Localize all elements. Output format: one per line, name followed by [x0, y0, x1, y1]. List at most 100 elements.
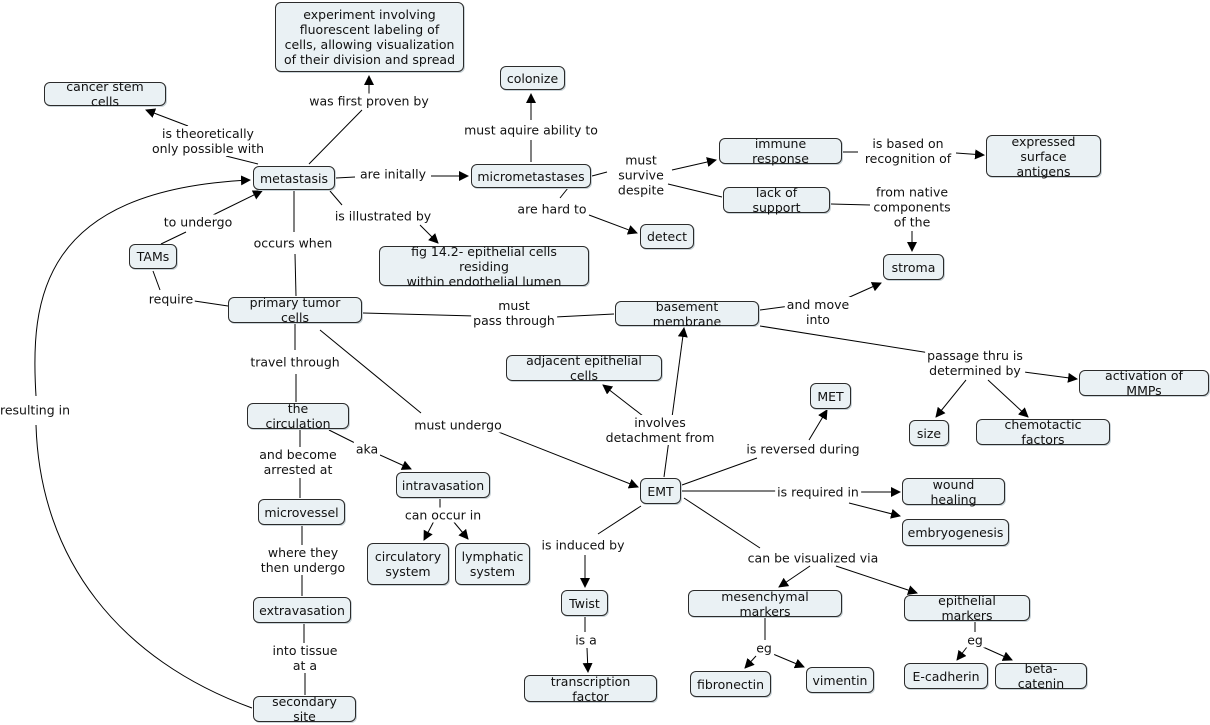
link-label-is-illustrated-by: is illustrated by	[332, 208, 434, 224]
connector-line	[152, 270, 161, 291]
link-label-eg-epithelial: eg	[965, 632, 985, 648]
connector-line	[744, 655, 757, 669]
concept-extravasation[interactable]: extravasation	[253, 597, 351, 623]
concept-expressed-surface-antigens[interactable]: expressed surface antigens	[986, 134, 1101, 179]
concept-met[interactable]: MET	[810, 383, 851, 409]
link-label-was-first-proven-by: was first proven by	[307, 93, 431, 109]
concept-embryogenesis[interactable]: embryogenesis	[902, 519, 1009, 546]
connector-line	[294, 253, 297, 297]
concept-epithelial-markers[interactable]: epithelial markers	[904, 593, 1030, 623]
concept-wound-healing[interactable]: wound healing	[902, 477, 1005, 507]
concept-micrometastases[interactable]: micrometastases	[471, 164, 591, 188]
concept-microvessel[interactable]: microvessel	[258, 499, 345, 525]
link-label-is-theoretically-only-possible-with: is theoretically only possible with	[149, 126, 267, 156]
connector-line	[667, 183, 723, 198]
link-label-occurs-when: occurs when	[251, 235, 335, 251]
connector-line	[935, 379, 967, 418]
concept-primary-tumor-cells[interactable]: primary tumor cells	[228, 295, 362, 325]
connector-line	[362, 312, 476, 317]
link-label-is-required-in: is required in	[775, 484, 861, 500]
link-label-where-they-then-undergo: where they then undergo	[258, 545, 348, 575]
concept-cancer-stem-cells[interactable]: cancer stem cells	[44, 79, 166, 109]
connector-curve	[35, 424, 253, 709]
concept-lymphatic-system[interactable]: lymphatic system	[455, 543, 530, 585]
connector-line	[225, 155, 259, 165]
concept-intravasation[interactable]: intravasation	[396, 472, 490, 498]
concept-secondary-site[interactable]: secondary site	[253, 694, 356, 724]
concept-colonize[interactable]: colonize	[500, 66, 565, 90]
link-label-from-native-components-of-the: from native components of the	[871, 184, 953, 230]
connector-line	[597, 505, 642, 535]
concept-detect[interactable]: detect	[640, 224, 694, 249]
link-label-are-initally: are initally	[358, 166, 428, 182]
concept-size[interactable]: size	[909, 420, 949, 446]
concept-tams[interactable]: TAMs	[129, 244, 177, 269]
concept-adjacent-epithelial-cells[interactable]: adjacent epithelial cells	[506, 353, 662, 383]
connector-line	[210, 190, 263, 217]
connector-line	[423, 520, 435, 541]
link-label-and-become-arrested-at: and become arrested at	[257, 447, 339, 477]
concept-e-cadherin[interactable]: E-cadherin	[904, 663, 988, 689]
connector-line	[956, 646, 968, 661]
connector-line	[955, 149, 985, 160]
connector-line	[663, 327, 688, 478]
concept-chemotactic-factors[interactable]: chemotactic factors	[976, 417, 1110, 447]
link-label-can-be-visualized-via: can be visualized via	[745, 550, 881, 566]
connector-line	[379, 454, 412, 470]
connector-curve	[34, 175, 251, 397]
concept-the-circulation[interactable]: the circulation	[247, 401, 349, 431]
connector-line	[308, 109, 363, 165]
connector-line	[759, 325, 931, 354]
link-label-require: require	[146, 291, 196, 307]
concept-stroma[interactable]: stroma	[883, 254, 944, 280]
connector-line	[681, 457, 758, 486]
connector-line	[335, 176, 356, 179]
concept-metastasis[interactable]: metastasis	[253, 166, 335, 190]
connector-line	[554, 313, 615, 318]
connector-line	[319, 329, 422, 414]
concept-fibronectin[interactable]: fibronectin	[690, 671, 771, 697]
link-label-must-pass-through: must pass through	[471, 298, 557, 328]
link-label-into-tissue-at-a: into tissue at a	[270, 643, 340, 673]
concept-mesenchymal-markers[interactable]: mesenchymal markers	[688, 589, 842, 619]
connector-line	[329, 190, 343, 206]
concept-immune-response[interactable]: immune response	[719, 136, 842, 166]
concept-transcription-factor[interactable]: transcription factor	[524, 674, 657, 704]
connector-line	[778, 565, 811, 588]
concept-vimentin[interactable]: vimentin	[806, 667, 874, 693]
connector-line	[835, 565, 918, 595]
link-label-to-undergo: to undergo	[161, 214, 235, 230]
connector-line	[591, 171, 608, 177]
connector-line	[145, 108, 189, 127]
link-label-is-based-on-recognition-of: is based on recognition of	[862, 136, 954, 166]
connector-line	[602, 384, 644, 417]
link-label-is-a: is a	[573, 632, 599, 648]
connector-line	[588, 214, 638, 235]
connector-line	[830, 203, 871, 206]
connector-line	[987, 379, 1029, 418]
concept-experiment[interactable]: experiment involving fluorescent labelin…	[275, 2, 464, 72]
connector-line	[160, 231, 187, 245]
link-label-travel-through: travel through	[248, 354, 342, 370]
link-label-and-move-into: and move into	[784, 297, 852, 327]
concept-emt[interactable]: EMT	[640, 478, 681, 504]
connector-line	[328, 429, 356, 444]
connector-line	[683, 497, 761, 549]
connector-line	[772, 653, 805, 669]
connector-line	[848, 502, 901, 519]
concept-twist[interactable]: Twist	[561, 590, 608, 616]
link-label-is-induced-by: is induced by	[539, 537, 627, 553]
concept-fig-14-2[interactable]: fig 14.2- epithelial cells residing with…	[379, 244, 589, 289]
connector-line	[808, 409, 828, 441]
concept-beta-catenin[interactable]: beta-catenin	[995, 661, 1087, 691]
link-label-involves-detachment-from: involves detachment from	[603, 415, 717, 445]
concept-activation-of-mmps[interactable]: activation of MMPs	[1079, 368, 1209, 398]
link-label-aka: aka	[353, 441, 381, 457]
concept-basement-membrane[interactable]: basement membrane	[615, 299, 759, 329]
link-label-must-undergo: must undergo	[412, 417, 504, 433]
concept-lack-of-support[interactable]: lack of support	[723, 185, 830, 215]
connector-line	[495, 430, 639, 489]
concept-circulatory-system[interactable]: circulatory system	[367, 543, 449, 585]
